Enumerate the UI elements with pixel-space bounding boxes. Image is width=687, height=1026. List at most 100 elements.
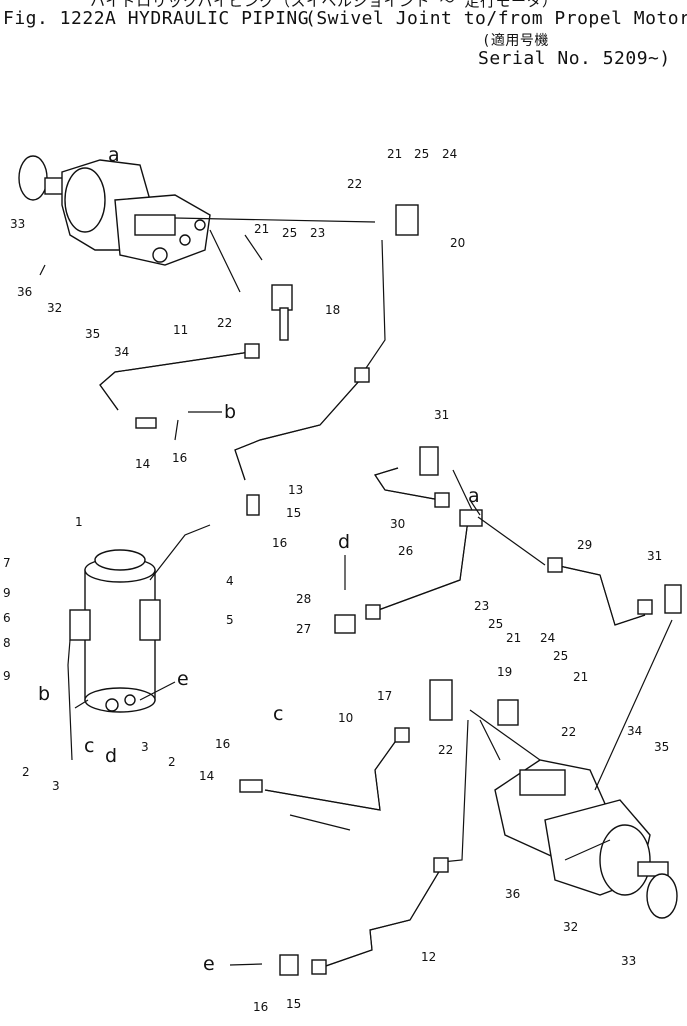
propel-motor-lower (494, 759, 678, 919)
callout-24b: 24 (540, 631, 555, 645)
callout-19: 19 (497, 665, 512, 679)
callout-15a: 15 (286, 506, 301, 520)
callout-11: 11 (173, 323, 188, 337)
callout-33a: 33 (10, 217, 25, 231)
leader-lines (39, 217, 673, 966)
figure-header: ハイドロリックパイピング（スイベルジョイント ～ 走行モータ） Fig. 122… (0, 0, 687, 80)
pipe-10 (264, 727, 410, 811)
elbow-15a (246, 494, 260, 516)
callout-36b: 36 (505, 887, 520, 901)
letter-a-upper-motor: a (108, 144, 120, 166)
pipe-30 (374, 467, 450, 508)
callout-18: 18 (325, 303, 340, 317)
callout-26: 26 (398, 544, 413, 558)
callout-25d: 25 (553, 649, 568, 663)
callout-32b: 32 (563, 920, 578, 934)
callout-17: 17 (377, 689, 392, 703)
letter-d-swivel: d (105, 745, 117, 767)
callout-22d: 22 (561, 725, 576, 739)
elbow-15b (279, 954, 299, 976)
callout-6: 6 (3, 611, 11, 625)
callout-28: 28 (296, 592, 311, 606)
callout-3b: 3 (52, 779, 60, 793)
pipe-13 (234, 239, 386, 481)
figure-subtitle: (Swivel Joint to/from Propel Motor) (305, 8, 687, 29)
swivel-joint (69, 549, 161, 713)
pipe-26 (365, 519, 469, 620)
callout-34a: 34 (114, 345, 129, 359)
callout-23a: 23 (310, 226, 325, 240)
callout-1: 1 (75, 515, 83, 529)
elbow-14b (239, 779, 263, 793)
callout-21b: 21 (254, 222, 269, 236)
letter-c-lower: c (273, 703, 283, 725)
japanese-title: ハイドロリックパイピング（スイベルジョイント ～ 走行モータ） (90, 0, 558, 10)
figure-title: Fig. 1222A HYDRAULIC PIPING (3, 8, 310, 29)
elbow-14a (135, 417, 157, 429)
callout-4: 4 (226, 574, 234, 588)
callout-27: 27 (296, 622, 311, 636)
callout-16c: 16 (215, 737, 230, 751)
callout-32a: 32 (47, 301, 62, 315)
callout-16a: 16 (172, 451, 187, 465)
propel-motor-upper (18, 155, 211, 266)
callout-31b: 31 (647, 549, 662, 563)
letter-e-swivel: e (177, 668, 189, 690)
elbow-27 (334, 614, 356, 634)
callout-10: 10 (338, 711, 353, 725)
callout-15b: 15 (286, 997, 301, 1011)
letter-d-upper: d (338, 531, 350, 553)
pipe-11 (99, 343, 260, 411)
fitting-18 (271, 284, 293, 341)
callout-24a: 24 (442, 147, 457, 161)
callout-21d: 21 (573, 670, 588, 684)
callout-16b: 16 (272, 536, 287, 550)
callout-9a: 9 (3, 586, 11, 600)
callout-13: 13 (288, 483, 303, 497)
applicable-label: (適用号機 (482, 33, 549, 49)
callout-9b: 9 (3, 669, 11, 683)
callout-20: 20 (450, 236, 465, 250)
serial-number: Serial No. 5209~) (478, 48, 671, 69)
callout-16d: 16 (253, 1000, 268, 1014)
callout-25b: 25 (282, 226, 297, 240)
callout-3a: 3 (141, 740, 149, 754)
callout-34b: 34 (627, 724, 642, 738)
callout-33b: 33 (621, 954, 636, 968)
callout-14a: 14 (135, 457, 150, 471)
connection-letters: a b a d b e c d c e (38, 144, 480, 975)
callout-7: 7 (3, 556, 11, 570)
callout-36a: 36 (17, 285, 32, 299)
callout-22b: 22 (217, 316, 232, 330)
callout-2b: 2 (22, 765, 30, 779)
pipe-29 (547, 557, 653, 626)
letter-c-swivel: c (84, 735, 94, 757)
callout-14b: 14 (199, 769, 214, 783)
callout-21a: 21 (387, 147, 402, 161)
callout-31a: 31 (434, 408, 449, 422)
callout-25c: 25 (488, 617, 503, 631)
callout-22a: 22 (347, 177, 362, 191)
callout-5: 5 (226, 613, 234, 627)
letter-b-upper: b (224, 401, 236, 423)
letter-e-lower: e (203, 953, 215, 975)
letter-a-pipe30: a (468, 485, 480, 507)
swivel-adapter-a (459, 509, 483, 527)
callout-29: 29 (577, 538, 592, 552)
fitting-31a (419, 446, 439, 476)
callout-35b: 35 (654, 740, 669, 754)
callout-30: 30 (390, 517, 405, 531)
callout-21c: 21 (506, 631, 521, 645)
callout-2a: 2 (168, 755, 176, 769)
fitting-20 (395, 204, 419, 236)
fitting-19 (497, 699, 519, 726)
callout-25a: 25 (414, 147, 429, 161)
callout-12: 12 (421, 950, 436, 964)
pipe-12 (311, 719, 469, 975)
callout-35a: 35 (85, 327, 100, 341)
callout-numbers: 33 36 32 35 34 21 25 24 22 20 21 25 23 2… (3, 147, 669, 1014)
fitting-31b (664, 584, 682, 614)
fitting-17 (429, 679, 453, 721)
callout-22c: 22 (438, 743, 453, 757)
